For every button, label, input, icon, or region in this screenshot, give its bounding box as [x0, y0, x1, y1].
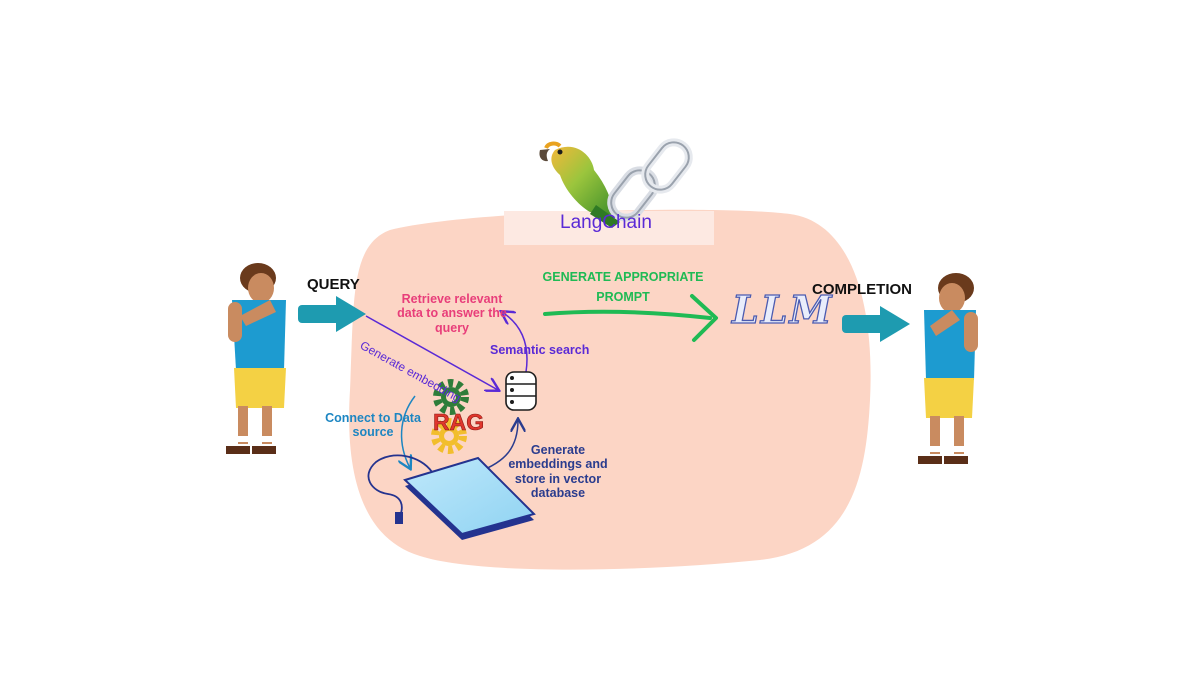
langchain-label: LangChain [560, 212, 652, 233]
parrot-icon [539, 141, 620, 228]
generate-prompt-line2: PROMPT [596, 290, 650, 304]
store-line2: embeddings and [508, 457, 608, 472]
person-left [226, 263, 286, 454]
chain-link-icon [607, 138, 693, 222]
yellow-gear-icon [431, 418, 467, 454]
data-source-drive-icon [367, 454, 536, 540]
llm-label: LLM [731, 287, 834, 332]
completion-arrow [842, 306, 910, 342]
generate-prompt-line1: GENERATE APPROPRIATE [542, 270, 704, 284]
semantic-search-label: Semantic search [490, 343, 590, 357]
query-label: QUERY [307, 276, 360, 293]
rag-label: RAG [433, 409, 485, 436]
connect-line2: source [352, 425, 394, 440]
connect-line1: Connect to Data [325, 411, 421, 425]
vector-database-icon [505, 371, 537, 411]
store-line3: store in vector [514, 471, 602, 486]
retrieve-line3: query [434, 320, 470, 335]
store-line4: database [530, 486, 586, 501]
semantic-search-arrow [502, 312, 528, 373]
green-gear-icon [433, 379, 469, 415]
generate-prompt-label: GENERATE APPROPRIATE PROMPT [535, 267, 711, 307]
retrieve-line2: data to answer the [397, 306, 507, 321]
generate-prompt-arrow [543, 294, 718, 342]
connect-data-source-label: Connect to Data source [318, 411, 428, 440]
query-arrow [298, 296, 366, 332]
retrieve-line1: Retrieve relevant [401, 292, 503, 306]
store-line1: Generate [530, 443, 586, 457]
retrieve-data-label: Retrieve relevant data to answer the que… [388, 292, 516, 335]
store-embeddings-label: Generate embeddings and store in vector … [500, 443, 616, 501]
connect-data-source-arrow [402, 395, 416, 468]
person-right [918, 273, 978, 464]
completion-label: COMPLETION [812, 281, 912, 298]
generate-embedding-arrow [365, 315, 498, 390]
